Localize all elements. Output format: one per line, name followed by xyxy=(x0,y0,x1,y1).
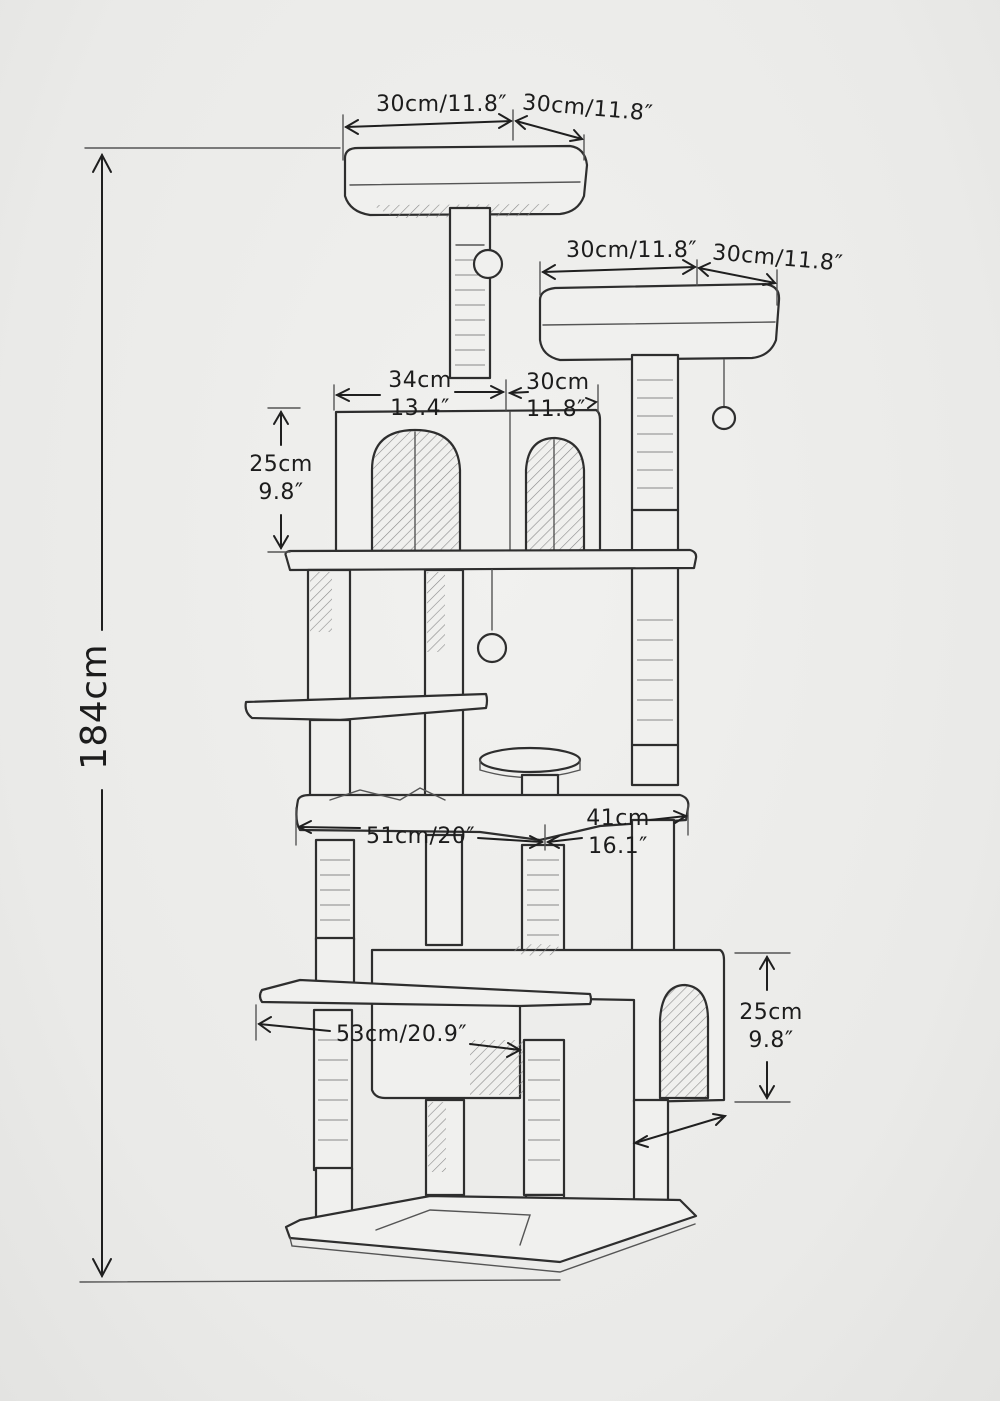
label-hammock-depth-cm: 41cm xyxy=(586,806,650,831)
base-board xyxy=(284,1194,698,1273)
label-hammock-width: 51cm/20″ xyxy=(366,824,476,849)
label-total-height: 184cm xyxy=(74,643,115,770)
label-hammock-depth-in: 16.1″ xyxy=(588,834,648,859)
hammock-level xyxy=(295,787,690,842)
side-step xyxy=(244,692,489,802)
lower-shelf xyxy=(258,978,593,1008)
label-base-platform-width: 53cm/20.9″ xyxy=(336,1022,468,1047)
upper-condo xyxy=(334,408,602,554)
top-perch xyxy=(343,144,589,380)
round-pedestal xyxy=(478,746,582,807)
label-condo-depth-cm: 30cm xyxy=(526,370,590,395)
label-condo-height-cm: 25cm xyxy=(249,452,313,477)
second-perch xyxy=(538,282,781,787)
label-condo-width-cm: 34cm xyxy=(388,368,452,393)
dimension-lines xyxy=(255,109,791,1148)
label-top-perch-width: 30cm/11.8″ xyxy=(376,92,508,117)
label-condo-depth-in: 11.8″ xyxy=(526,397,586,422)
hanging-ball-icon xyxy=(476,632,508,664)
total-height-dimension xyxy=(79,147,561,1283)
hanging-ball-icon xyxy=(711,405,737,431)
label-condo-height-in: 9.8″ xyxy=(258,480,304,505)
label-lower-condo-height-cm: 25cm xyxy=(739,1000,803,1025)
label-lower-condo-height-in: 9.8″ xyxy=(748,1028,794,1053)
support-posts xyxy=(306,568,508,812)
label-second-perch-width: 30cm/11.8″ xyxy=(566,238,698,263)
upper-shelf xyxy=(284,548,698,572)
label-condo-width-in: 13.4″ xyxy=(390,396,450,421)
hanging-ball-icon xyxy=(472,248,504,280)
